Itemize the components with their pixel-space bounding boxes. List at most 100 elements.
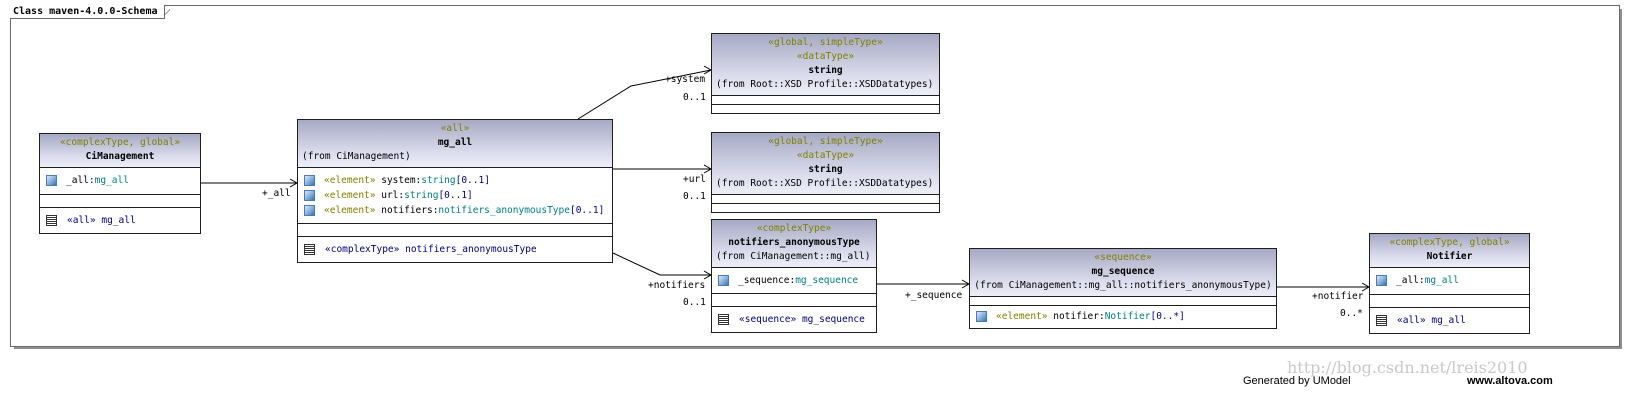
- stereotype: «all»: [440, 123, 470, 134]
- footer-generated: Generated by UModel: [1243, 375, 1351, 387]
- operation-keyword: «sequence»: [739, 314, 797, 325]
- operations-section: «all» mg_all: [40, 208, 200, 233]
- class-header: «all» mg_all (from CiManagement): [298, 120, 612, 168]
- class-origin: (from CiManagement::mg_all::notifiers_an…: [974, 280, 1272, 291]
- class-header: «global, simpleType» «dataType» string (…: [712, 34, 939, 96]
- operation-icon: [718, 314, 729, 325]
- attributes-section: _sequence:mg_sequence: [712, 268, 876, 294]
- operation-row[interactable]: «complexType» notifiers_anonymousType: [304, 242, 606, 257]
- mult-system: 0..1: [683, 92, 706, 103]
- operations-section: «all» mg_all: [1370, 308, 1529, 333]
- attribute-name: _all:: [66, 175, 95, 186]
- stereotype: «complexType, global»: [1389, 237, 1510, 248]
- attribute-row[interactable]: _all:mg_all: [46, 173, 194, 188]
- class-header: «global, simpleType» «dataType» string (…: [712, 133, 939, 195]
- attribute-icon: [46, 175, 57, 186]
- role-sequence: +_sequence: [905, 290, 963, 301]
- empty-section: [712, 294, 876, 307]
- empty-section: [712, 96, 939, 105]
- attribute-name: _sequence:: [738, 275, 796, 286]
- stereotype-datatype: «dataType»: [796, 51, 855, 62]
- operation-icon: [46, 215, 57, 226]
- role-all: +_all: [262, 188, 291, 199]
- attributes-section: _all:mg_all: [1370, 268, 1529, 295]
- empty-section: [298, 224, 612, 237]
- attribute-name: _all:: [1396, 275, 1425, 286]
- class-cimanagement[interactable]: «complexType, global» CiManagement _all:…: [39, 133, 204, 237]
- class-string-url[interactable]: «global, simpleType» «dataType» string (…: [711, 132, 943, 216]
- operation-row[interactable]: «all» mg_all: [46, 213, 194, 228]
- class-notifier[interactable]: «complexType, global» Notifier _all:mg_a…: [1369, 233, 1533, 337]
- attribute-type: mg_all: [1424, 275, 1459, 286]
- stereotype: «complexType, global»: [59, 137, 181, 148]
- class-mg-sequence[interactable]: «sequence» mg_sequence (from CiManagemen…: [969, 248, 1280, 332]
- role-notifier: +notifier: [1312, 291, 1364, 302]
- operation-keyword: «all»: [1397, 315, 1426, 326]
- watermark-text: http://blog.csdn.net/lreis2010: [1287, 358, 1528, 377]
- attribute-row[interactable]: «element» url:string[0..1]: [304, 188, 606, 203]
- class-notifiers-anonymoustype[interactable]: «complexType» notifiers_anonymousType (f…: [711, 219, 880, 336]
- stereotype-datatype: «dataType»: [796, 150, 855, 161]
- attribute-row[interactable]: _sequence:mg_sequence: [718, 273, 870, 288]
- class-name: mg_sequence: [1091, 266, 1155, 277]
- class-header: «complexType, global» CiManagement: [40, 134, 200, 168]
- empty-section: [40, 195, 200, 208]
- attribute-row[interactable]: «element» notifier:Notifier[0..*]: [976, 309, 1270, 324]
- class-string-system[interactable]: «global, simpleType» «dataType» string (…: [711, 33, 943, 117]
- operations-section: «complexType» notifiers_anonymousType: [298, 237, 612, 262]
- footer-url[interactable]: www.altova.com: [1467, 375, 1553, 387]
- attribute-row[interactable]: _all:mg_all: [1376, 273, 1523, 288]
- class-name: string: [808, 164, 843, 175]
- attribute-icon: [976, 311, 987, 322]
- empty-section: [1370, 295, 1529, 308]
- attribute-type: string: [421, 175, 456, 186]
- attribute-icon: [304, 175, 315, 186]
- attribute-keyword: «element»: [996, 311, 1048, 322]
- operation-row[interactable]: «sequence» mg_sequence: [718, 312, 870, 327]
- attribute-icon: [1376, 275, 1387, 286]
- attribute-multiplicity: [0..*]: [1150, 311, 1185, 322]
- attribute-type: mg_all: [94, 175, 129, 186]
- role-system: +system: [665, 74, 706, 85]
- attribute-keyword: «element»: [324, 175, 376, 186]
- assoc-system-line: [577, 69, 712, 120]
- mult-notifiers: 0..1: [683, 297, 706, 308]
- attribute-name: notifiers:: [381, 205, 439, 216]
- attribute-icon: [304, 205, 315, 216]
- empty-section: [970, 297, 1276, 306]
- attribute-keyword: «element»: [324, 190, 376, 201]
- stereotype: «complexType»: [756, 223, 832, 234]
- attribute-row[interactable]: «element» notifiers:notifiers_anonymousT…: [304, 203, 606, 218]
- class-origin: (from CiManagement): [302, 151, 411, 162]
- operation-row[interactable]: «all» mg_all: [1376, 313, 1523, 328]
- operations-section: «sequence» mg_sequence: [712, 307, 876, 332]
- empty-section: [712, 195, 939, 204]
- attribute-row[interactable]: «element» system:string[0..1]: [304, 173, 606, 188]
- operation-name: mg_all: [101, 215, 136, 226]
- attribute-type: notifiers_anonymousType: [438, 205, 570, 216]
- attribute-multiplicity: [0..1]: [455, 175, 490, 186]
- class-mg-all[interactable]: «all» mg_all (from CiManagement) «elemen…: [297, 119, 616, 266]
- class-name: Notifier: [1426, 251, 1473, 262]
- operation-keyword: «all»: [67, 215, 96, 226]
- attribute-name: system:: [381, 175, 422, 186]
- stereotype: «global, simpleType»: [768, 37, 883, 48]
- operation-name: notifiers_anonymousType: [405, 244, 537, 255]
- class-origin: (from Root::XSD Profile::XSDDatatypes): [716, 178, 934, 189]
- class-origin: (from CiManagement::mg_all): [716, 251, 871, 262]
- mult-url: 0..1: [683, 191, 706, 202]
- assoc-notifiers-line: [612, 252, 711, 276]
- attributes-section: _all:mg_all: [40, 168, 200, 195]
- attribute-name: notifier:: [1053, 311, 1105, 322]
- attribute-icon: [304, 190, 315, 201]
- stereotype: «global, simpleType»: [768, 136, 883, 147]
- class-header: «complexType, global» Notifier: [1370, 234, 1529, 268]
- attribute-type: string: [404, 190, 439, 201]
- operation-name: mg_sequence: [801, 314, 865, 325]
- operation-icon: [1376, 315, 1387, 326]
- attribute-type: Notifier: [1104, 311, 1151, 322]
- role-url: +url: [683, 174, 706, 185]
- mult-notifier: 0..*: [1340, 308, 1363, 319]
- operation-name: mg_all: [1431, 315, 1466, 326]
- attribute-icon: [718, 275, 729, 286]
